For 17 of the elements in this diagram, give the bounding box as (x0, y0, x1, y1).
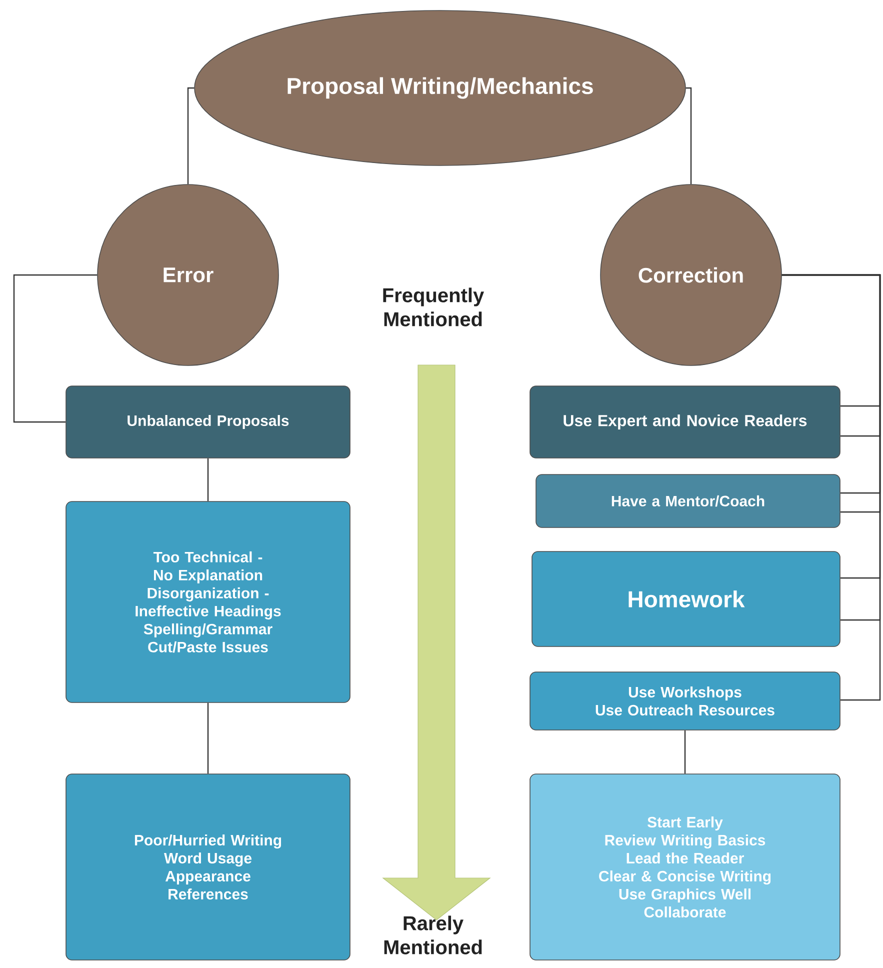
connector-line (207, 702, 209, 774)
connector-line (187, 87, 194, 184)
connector-line (684, 730, 686, 774)
connector-line (686, 87, 692, 184)
connector-line (207, 458, 209, 502)
item-box: Have a Mentor/Coach (536, 474, 840, 528)
item-box: Too Technical - No Explanation Disorganization - Ineffective Headings Spelling/Grammar Cut/Paste Issues (66, 501, 350, 703)
item-box: Start Early Review Writing Basics Lead the Reader Clear & Concise Writing Use Graphics Well Collaborate (530, 774, 840, 960)
item-box: Poor/Hurried Writing Word Usage Appearance References (66, 774, 350, 960)
item-box: Homework (532, 551, 840, 647)
connector-line (782, 274, 881, 701)
item-box: Use Expert and Novice Readers (530, 386, 840, 458)
scale-label: Frequently Mentioned (383, 288, 484, 326)
connector-line (13, 274, 98, 423)
scale-label: Rarely Mentioned (384, 916, 482, 954)
item-box: Unbalanced Proposals (66, 386, 350, 458)
item-box: Use Workshops Use Outreach Resources (530, 672, 840, 730)
